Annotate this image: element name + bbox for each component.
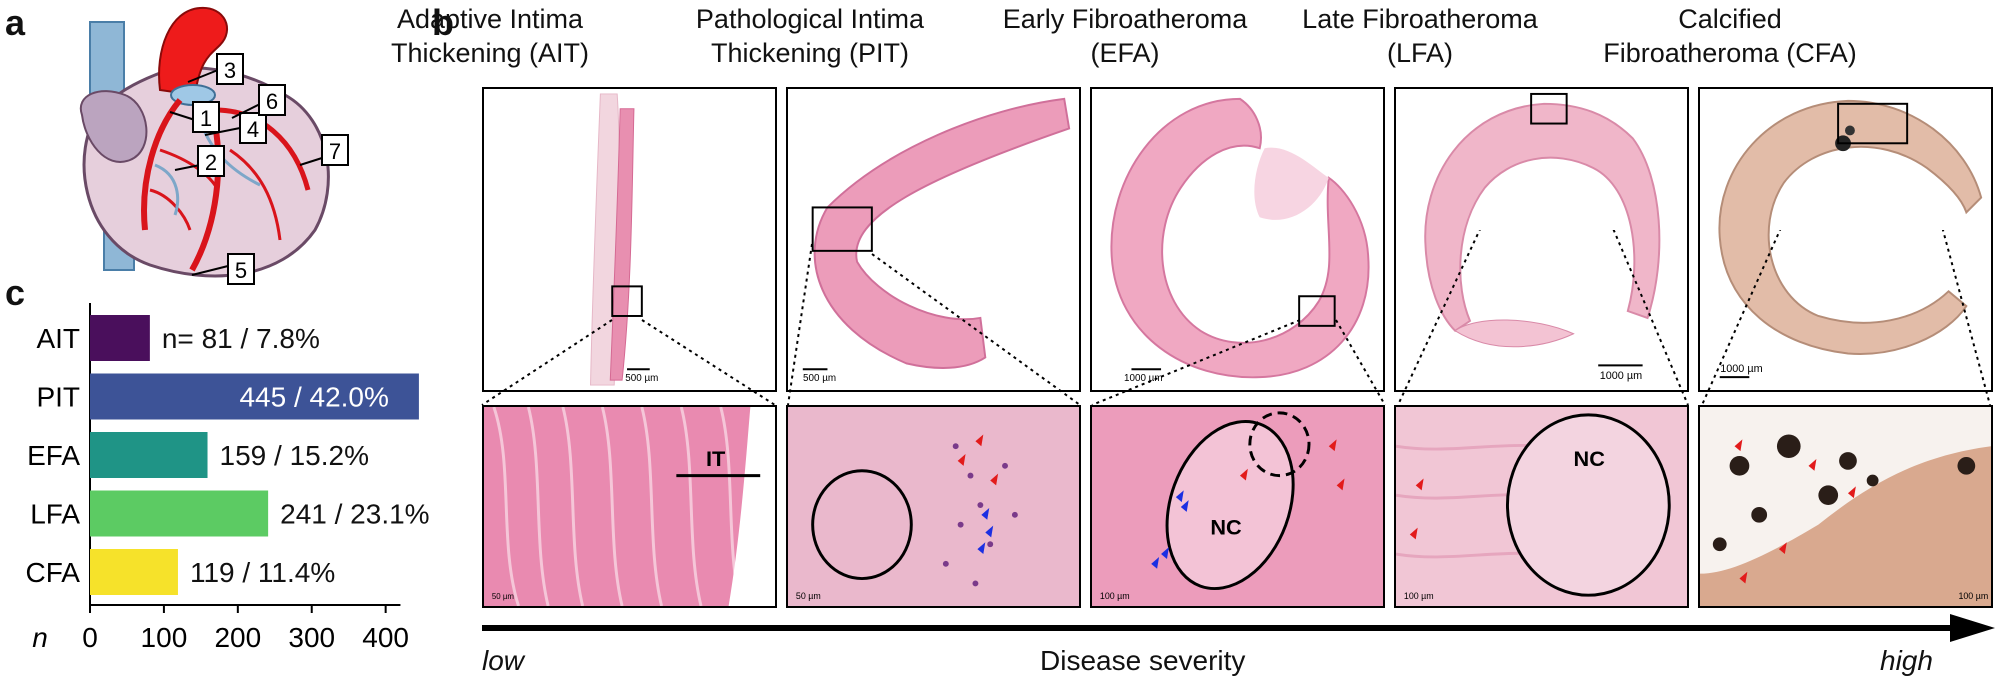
x-tick-label-100: 100 (141, 622, 188, 650)
panel-label-b: b (432, 2, 454, 43)
bar-ait (90, 315, 150, 361)
column-title-lfa-line1: Late Fibroatheroma (1302, 4, 1538, 34)
value-label-lfa: 241 / 23.1% (280, 499, 429, 530)
right-coronary-artery (141, 98, 183, 231)
svg-text:50 µm: 50 µm (796, 591, 821, 601)
disease-severity-arrow (482, 614, 1995, 642)
column-title-pit-line2: Thickening (PIT) (710, 38, 910, 68)
svg-text:3: 3 (224, 58, 236, 83)
callout-7: 7 (299, 134, 349, 166)
efa-nc-label: NC (1210, 515, 1242, 540)
callout-5: 5 (191, 253, 255, 285)
svg-text:1000 µm: 1000 µm (1124, 373, 1163, 384)
column-title-pit: Pathological Intima Thickening (PIT) (630, 2, 990, 70)
right-atrium (79, 90, 148, 163)
circumflex-artery (214, 107, 311, 191)
category-label-cfa: CFA (26, 557, 81, 588)
bar-lfa (90, 490, 269, 537)
severity-axis-label: Disease severity (1040, 645, 1246, 676)
callout-2: 2 (174, 145, 225, 177)
svg-text:1000 µm: 1000 µm (1720, 363, 1762, 375)
column-title-lfa-line2: (LFA) (1386, 38, 1453, 68)
severity-low-label: low (482, 645, 525, 676)
callout-6: 6 (231, 84, 286, 119)
bar-chart: AIT n= 81 / 7.8% PIT 445 / 42.0% EFA 159 / 15… (26, 303, 430, 650)
column-title-lfa: Late Fibroatheroma (LFA) (1240, 2, 1600, 70)
svg-text:100 µm: 100 µm (1404, 591, 1434, 601)
x-tick-label-300: 300 (288, 622, 335, 650)
callout-1: 1 (169, 101, 220, 133)
column-title-ait: Adaptive Intima Thickening (AIT) (340, 2, 640, 70)
value-label-pit: 445 / 42.0% (239, 382, 388, 413)
svg-text:6: 6 (266, 89, 278, 114)
column-title-cfa: Calcified Fibroatheroma (CFA) (1560, 2, 1900, 70)
svg-text:100 µm: 100 µm (1100, 591, 1130, 601)
panel-label-c: c (5, 272, 26, 313)
heart-illustration: 1 2 3 4 5 6 7 (79, 6, 349, 285)
svg-text:1: 1 (200, 106, 212, 131)
bar-efa (90, 432, 208, 478)
pit-zoom-image: 50 µm (786, 405, 1081, 608)
bar-cfa (90, 549, 178, 595)
svg-text:500 µm: 500 µm (625, 373, 658, 384)
svg-text:1000 µm: 1000 µm (1600, 370, 1642, 382)
pit-overview-image: 500 µm (786, 87, 1081, 392)
category-label-lfa: LFA (30, 499, 80, 530)
category-label-efa: EFA (27, 440, 80, 471)
callout-4: 4 (204, 112, 267, 144)
cardiac-vein-2 (154, 163, 180, 216)
panel-label-a: a (5, 2, 26, 43)
zoom-connector-lines (481, 230, 1991, 406)
cfa-zoom-image: 100 µm (1698, 405, 1993, 608)
column-title-efa-line1: Early Fibroatheroma (1002, 4, 1248, 34)
lfa-zoom-image: NC 100 µm (1394, 405, 1689, 608)
ait-zoom-image: IT 50 µm (482, 405, 777, 608)
branch-artery-2 (149, 188, 192, 231)
bar-pit (90, 373, 419, 420)
value-label-ait: n= 81 / 7.8% (162, 323, 320, 354)
efa-overview-image: 1000 µm (1090, 87, 1385, 392)
column-title-efa: Early Fibroatheroma (EFA) (945, 2, 1305, 70)
cfa-overview-image: 1000 µm (1698, 87, 1993, 392)
x-tick-label-400: 400 (362, 622, 409, 650)
branch-artery-3 (229, 148, 282, 241)
svg-text:100 µm: 100 µm (1958, 591, 1988, 601)
column-title-ait-line2: Thickening (AIT) (390, 38, 590, 68)
lfa-overview-image: 1000 µm (1394, 87, 1689, 392)
svg-text:7: 7 (329, 139, 341, 164)
column-title-cfa-line2: Fibroatheroma (CFA) (1603, 38, 1857, 68)
svg-text:4: 4 (247, 117, 259, 142)
svg-text:500 µm: 500 µm (803, 373, 836, 384)
severity-high-label: high (1880, 645, 1933, 676)
lfa-nc-label: NC (1574, 446, 1606, 471)
svg-text:2: 2 (205, 150, 217, 175)
callout-3: 3 (187, 53, 244, 85)
svg-text:50 µm: 50 µm (492, 592, 515, 601)
ait-it-label: IT (706, 446, 725, 471)
value-label-cfa: 119 / 11.4% (190, 557, 335, 588)
column-title-cfa-line1: Calcified (1678, 4, 1782, 34)
svg-text:5: 5 (235, 258, 247, 283)
category-label-ait: AIT (36, 323, 80, 354)
efa-zoom-image: NC 100 µm (1090, 405, 1385, 608)
ait-overview-image: 500 µm (482, 87, 777, 392)
x-axis-label: n (32, 622, 48, 650)
x-tick-label-200: 200 (214, 622, 261, 650)
category-label-pit: PIT (36, 382, 80, 413)
column-title-ait-line1: Adaptive Intima (396, 4, 584, 34)
aorta (158, 6, 229, 97)
value-label-efa: 159 / 15.2% (220, 440, 369, 471)
x-tick-label-0: 0 (82, 622, 98, 650)
column-title-pit-line1: Pathological Intima (695, 4, 925, 34)
column-title-efa-line2: (EFA) (1090, 38, 1160, 68)
